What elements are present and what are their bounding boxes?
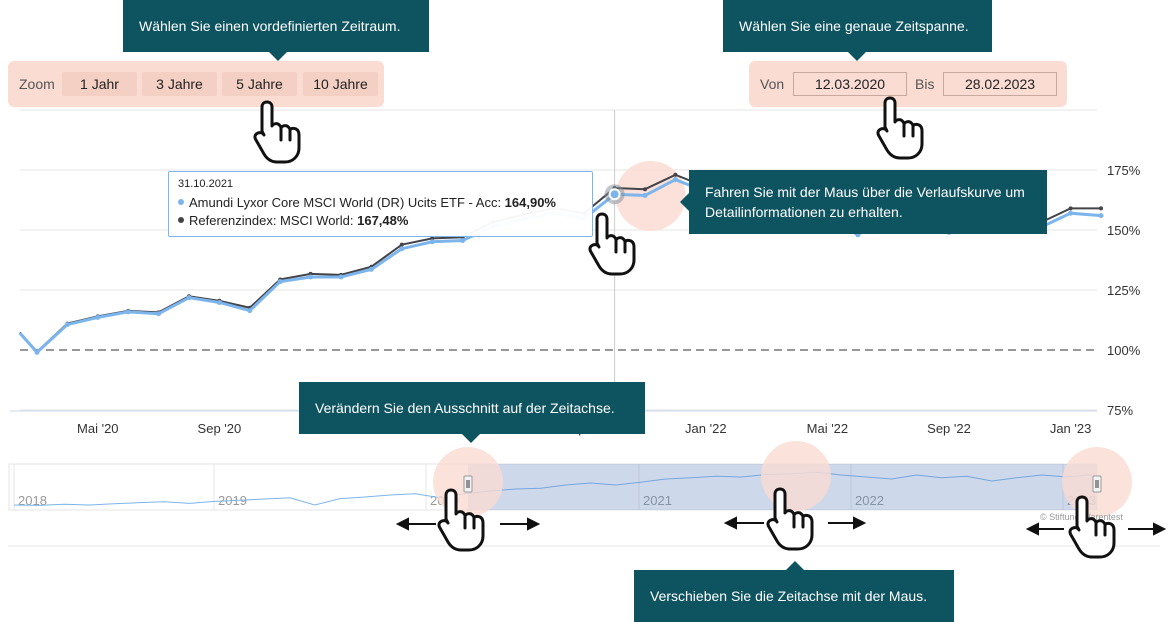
zoom-1-year-button[interactable]: 1 Jahr bbox=[62, 72, 137, 96]
data-point bbox=[308, 274, 314, 280]
to-label: Bis bbox=[915, 76, 935, 92]
zoom-10-years-button[interactable]: 10 Jahre bbox=[303, 72, 378, 96]
callout-axis: Verändern Sie den Ausschnitt auf der Zei… bbox=[299, 382, 645, 443]
y-tick-label: 75% bbox=[1107, 403, 1133, 418]
x-tick-label: Sep '22 bbox=[927, 421, 971, 436]
data-point bbox=[34, 349, 40, 355]
data-point bbox=[399, 242, 404, 247]
navigator-left-handle[interactable] bbox=[463, 475, 473, 493]
navigator-tick-label: 2021 bbox=[643, 493, 672, 508]
data-point bbox=[125, 309, 131, 315]
callout-range: Wählen Sie eine genaue Zeitspanne. bbox=[723, 0, 992, 61]
callout-hover: Fahren Sie mit der Maus über die Verlauf… bbox=[680, 170, 1047, 234]
data-point bbox=[95, 314, 101, 320]
data-point bbox=[1099, 206, 1103, 211]
navigator-right-handle[interactable] bbox=[1092, 475, 1102, 493]
data-point bbox=[186, 295, 192, 301]
tooltip-date: 31.10.2021 bbox=[178, 178, 234, 190]
navigator-tick-label: 2022 bbox=[855, 493, 884, 508]
data-point bbox=[429, 239, 435, 245]
callout-hover-text: Fahren Sie mit der Maus über die Verlauf… bbox=[705, 184, 1025, 220]
data-point bbox=[672, 177, 678, 183]
x-tick-label: Jan '23 bbox=[1050, 421, 1092, 436]
from-date-input[interactable] bbox=[793, 72, 907, 96]
data-point bbox=[277, 279, 283, 285]
y-axis: 75% 100% 125% 150% 175% bbox=[1107, 163, 1141, 418]
y-tick-label: 125% bbox=[1107, 283, 1141, 298]
callout-navigator: Verschieben Sie die Zeitachse mit der Ma… bbox=[634, 561, 954, 622]
callout-navigator-text: Verschieben Sie die Zeitachse mit der Ma… bbox=[650, 588, 928, 604]
callout-zoom-text: Wählen Sie einen vordefinierten Zeitraum… bbox=[139, 18, 401, 34]
callout-zoom: Wählen Sie einen vordefinierten Zeitraum… bbox=[123, 0, 429, 61]
data-point bbox=[64, 322, 70, 328]
data-point bbox=[430, 236, 435, 241]
right-handle-drag-arrows bbox=[1025, 522, 1167, 536]
callout-axis-text: Verändern Sie den Ausschnitt auf der Zei… bbox=[315, 400, 615, 416]
callout-range-text: Wählen Sie eine genaue Zeitspanne. bbox=[739, 18, 969, 34]
x-tick-label: Jan '22 bbox=[685, 421, 727, 436]
zoom-5-years-button[interactable]: 5 Jahre bbox=[222, 72, 297, 96]
zoom-label: Zoom bbox=[19, 76, 55, 92]
hover-tooltip: 31.10.2021 Amundi Lyxor Core MSCI World … bbox=[168, 171, 593, 237]
tooltip-series2: Referenzindex: MSCI World: 167,48% bbox=[178, 213, 408, 228]
data-point bbox=[156, 311, 162, 317]
date-range-selector: Von Bis bbox=[749, 61, 1067, 107]
from-label: Von bbox=[760, 76, 785, 92]
data-point bbox=[1068, 210, 1074, 216]
series1-marker-icon bbox=[178, 199, 184, 205]
y-tick-label: 100% bbox=[1107, 343, 1141, 358]
tooltip-series2-value: 167,48% bbox=[357, 213, 409, 228]
tooltip-series2-label: Referenzindex: MSCI World: bbox=[189, 213, 358, 228]
navigator-tick-label: 2018 bbox=[18, 493, 47, 508]
data-point bbox=[643, 187, 647, 192]
data-point bbox=[673, 172, 678, 177]
y-tick-label: 175% bbox=[1107, 163, 1141, 178]
data-point bbox=[1098, 213, 1104, 219]
x-tick-label: Mai '20 bbox=[77, 421, 119, 436]
data-point bbox=[399, 246, 405, 252]
series2-marker-icon bbox=[178, 217, 184, 223]
x-tick-label: Mai '22 bbox=[807, 421, 849, 436]
zoom-3-years-button[interactable]: 3 Jahre bbox=[142, 72, 217, 96]
tooltip-series1-label: Amundi Lyxor Core MSCI World (DR) Ucits … bbox=[189, 195, 505, 210]
data-point bbox=[247, 308, 253, 314]
credit-text: © Stiftung Warentest bbox=[1040, 512, 1123, 522]
tooltip-series1: Amundi Lyxor Core MSCI World (DR) Ucits … bbox=[178, 195, 556, 210]
range-drag-arrows bbox=[723, 516, 867, 530]
data-point bbox=[1068, 206, 1073, 211]
left-handle-drag-arrows bbox=[395, 517, 541, 531]
data-point bbox=[460, 238, 466, 244]
hover-point[interactable] bbox=[608, 188, 621, 201]
data-point bbox=[216, 299, 222, 305]
data-point bbox=[368, 266, 374, 272]
tooltip-series1-value: 164,90% bbox=[504, 195, 556, 210]
grid-lines bbox=[20, 109, 1097, 411]
data-point bbox=[338, 274, 344, 280]
x-tick-label: Sep '20 bbox=[198, 421, 242, 436]
drag-highlight bbox=[761, 441, 831, 511]
to-date-input[interactable] bbox=[943, 72, 1057, 96]
navigator-series-line bbox=[13, 471, 1093, 506]
data-point bbox=[642, 192, 648, 198]
zoom-toolbar: Zoom 1 Jahr 3 Jahre 5 Jahre 10 Jahre bbox=[8, 61, 384, 107]
y-tick-label: 150% bbox=[1107, 223, 1141, 238]
